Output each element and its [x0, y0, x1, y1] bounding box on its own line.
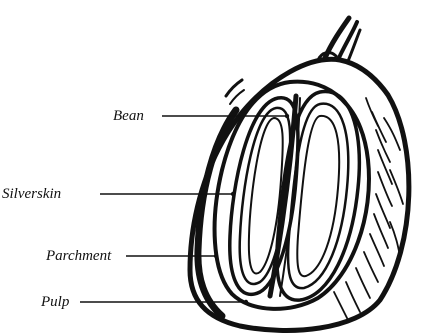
silverskin-label: Silverskin: [2, 186, 61, 202]
bean-label: Bean: [113, 108, 144, 124]
parchment-label: Parchment: [45, 248, 112, 264]
pulp-label: Pulp: [40, 294, 70, 310]
